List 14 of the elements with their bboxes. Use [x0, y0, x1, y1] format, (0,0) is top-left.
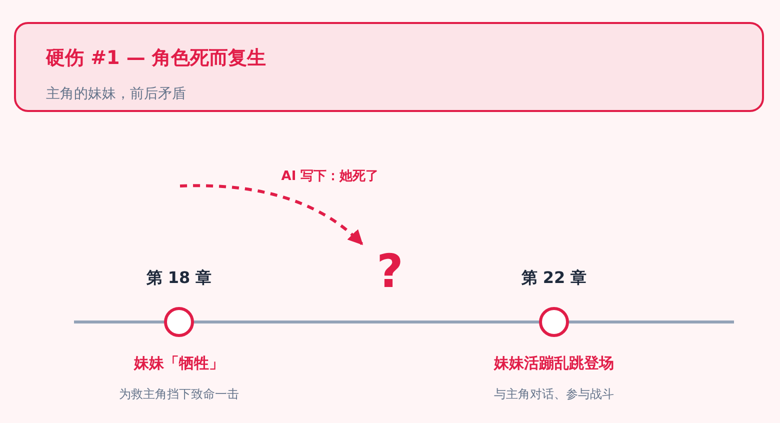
timeline-marker [539, 307, 569, 337]
card-subtitle: 主角的妹妹，前后矛盾 [46, 86, 186, 102]
event-title: 妹妹活蹦乱跳登场 [494, 354, 614, 372]
dashed-arrow [180, 184, 364, 246]
event-title: 妹妹「牺牲」 [134, 354, 224, 372]
header-card [14, 22, 764, 112]
card-title: 硬伤 #1 — 角色死而复生 [46, 47, 266, 69]
chapter-label: 第 22 章 [521, 268, 587, 287]
event-description: 与主角对话、参与战斗 [494, 387, 614, 401]
edge-label: AI 写下：她死了 [281, 169, 379, 184]
event-description: 为救主角挡下致命一击 [119, 387, 239, 401]
chapter-label: 第 18 章 [146, 268, 212, 287]
question-mark: ? [364, 244, 416, 298]
timeline-marker [164, 307, 194, 337]
